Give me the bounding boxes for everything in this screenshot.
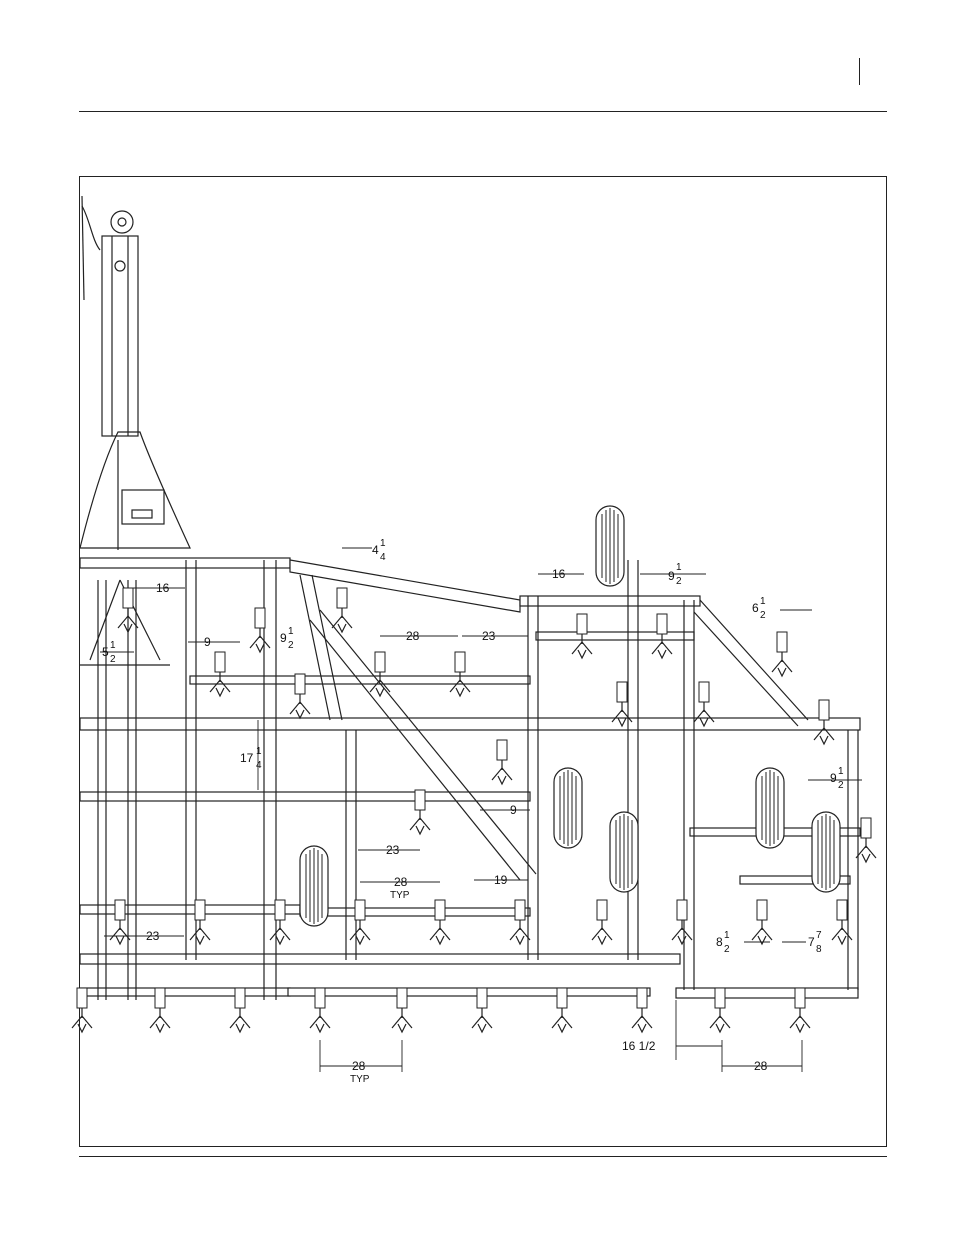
dim-17quarter-num: 1 [256,746,262,757]
dim-9half-a-den: 2 [288,640,294,651]
dim-17quarter-den: 4 [256,760,262,771]
dim-5half-num: 1 [110,640,116,651]
gauge-wheels [300,506,840,926]
dim-28-c: 28 [754,1059,768,1073]
dim-8half-den: 2 [724,944,730,955]
dim-8half-whole: 8 [716,935,723,949]
dim-9half-b-whole: 9 [668,569,675,583]
dim-9half-c-den: 2 [838,780,844,791]
dim-5half-den: 2 [110,654,116,665]
dim-7eighth-den: 8 [816,944,822,955]
dim-16half: 16 1/2 [622,1039,656,1053]
dim-16-b: 16 [552,567,566,581]
dim-16-a: 16 [156,581,170,595]
dim-4quarter-num: 1 [380,538,386,549]
dim-9half-b-den: 2 [676,576,682,587]
dim-9-b: 9 [510,803,517,817]
hitch-tongue [80,196,190,550]
dim-17quarter-whole: 17 [240,751,254,765]
dim-9half-c-num: 1 [838,766,844,777]
dim-23-a: 23 [482,629,496,643]
dim-9half-c-whole: 9 [830,771,837,785]
dim-9-a: 9 [204,635,211,649]
dim-28-d: 28 [352,1059,366,1073]
dim-6half-den: 2 [760,610,766,621]
dim-7eighth-whole: 7 [808,935,815,949]
dim-6half-whole: 6 [752,601,759,615]
dim-typ-b: TYP [390,890,410,901]
dim-4quarter-whole: 4 [372,543,379,557]
dim-9half-a-num: 1 [288,626,294,637]
dim-9half-b-num: 1 [676,562,682,573]
dim-23-b: 23 [386,843,400,857]
dim-8half-num: 1 [724,930,730,941]
dim-23-c: 23 [146,929,160,943]
dim-19: 19 [494,873,508,887]
dim-28-a: 28 [406,629,420,643]
dim-4quarter-den: 4 [380,552,386,563]
dim-6half-num: 1 [760,596,766,607]
dim-typ-d: TYP [350,1074,370,1085]
dimension-labels: 16 9 9 1 2 4 1 4 28 23 16 9 1 2 6 1 2 5 … [102,538,844,1085]
dim-9half-a-whole: 9 [280,631,287,645]
dim-28-b: 28 [394,875,408,889]
dim-5half-whole: 5 [102,645,109,659]
longitudinal-members [80,560,858,1000]
dim-7eighth-num: 7 [816,930,822,941]
